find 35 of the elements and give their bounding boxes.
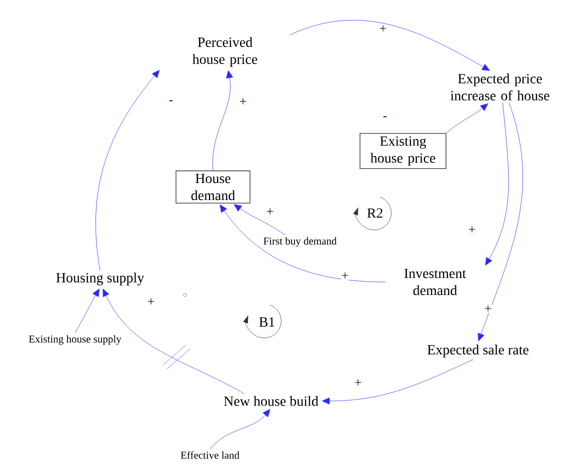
arrow (220, 204, 386, 282)
variable-label: Existing house supply (28, 335, 122, 345)
arrow (74, 288, 100, 334)
polarity-sign: - (168, 100, 174, 104)
variable-label: Perceived house price (192, 37, 258, 67)
arrow (446, 103, 488, 134)
polarity-sign: + (468, 226, 476, 234)
arrow (485, 102, 509, 266)
polarity-sign: + (378, 24, 388, 34)
variable-label: Investment demand (404, 268, 466, 296)
variable-label: New house build (224, 396, 318, 406)
polarity-sign: + (354, 378, 362, 388)
loop-label: B1 (259, 317, 274, 327)
variable-label: Housing supply (56, 272, 144, 286)
arrow (290, 20, 490, 71)
arrow (210, 409, 270, 450)
variable-label: Expected sale rate (428, 344, 528, 358)
arrow (234, 204, 286, 236)
variable-label: Effective land (180, 451, 240, 459)
arrow (212, 70, 233, 171)
polarity-sign: + (484, 304, 492, 314)
variable-box: House demand (176, 170, 250, 204)
polarity-sign: + (238, 98, 248, 106)
variable-label: First buy demand (264, 237, 337, 247)
polarity-sign: + (340, 272, 350, 280)
arrow (96, 70, 160, 271)
polarity-sign: + (146, 298, 156, 306)
variable-box: Existing house price (360, 132, 446, 170)
variable-label: Expected price increase of house (450, 74, 550, 100)
arrow (322, 359, 474, 404)
polarity-sign: - (382, 116, 388, 120)
loop-label: R2 (367, 208, 382, 218)
arrow (102, 288, 245, 394)
arrow (478, 102, 523, 342)
polarity-sign: + (266, 208, 274, 216)
